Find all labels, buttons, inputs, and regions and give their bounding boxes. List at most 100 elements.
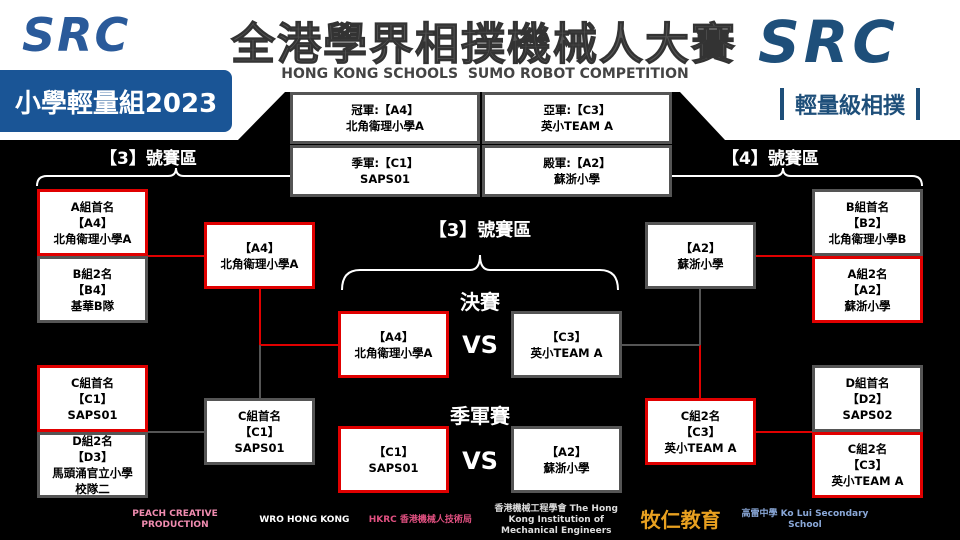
zone-label-left: 【3】號賽區 (100, 149, 197, 169)
match-box-semi-left-1: 【A4】北角衛理小學A (204, 222, 315, 289)
connector (148, 431, 204, 433)
match-box-semi-left-2: C組首名【C1】SAPS01 (204, 398, 315, 465)
connector (259, 344, 338, 346)
match-box-line: 北角衛理小學A (53, 231, 132, 246)
match-box-left-2: B組2名【B4】基華B隊 (37, 256, 148, 323)
match-box-line: D組2名 (72, 434, 113, 448)
match-box-line: 【B4】 (72, 282, 113, 297)
match-box-line: 【C1】 (72, 391, 113, 406)
match-box-line: SAPS01 (234, 440, 285, 455)
match-box-line: 【A4】 (72, 215, 113, 230)
result-team: 蘇浙小學 (554, 172, 600, 186)
match-box-line: 英小TEAM A (664, 440, 737, 455)
connector (148, 255, 204, 257)
match-box-line: 北角衛理小學A (354, 345, 433, 360)
match-box-line: 【A2】 (847, 282, 888, 297)
match-box-line: SAPS01 (67, 407, 118, 422)
result-box: 冠軍:【A4】北角衛理小學A (290, 92, 480, 144)
third-place-heading: 季軍賽 (450, 404, 510, 428)
final-heading: 決賽 (460, 290, 500, 314)
match-box-semi-right-2: C組2名【C3】英小TEAM A (645, 398, 756, 465)
match-box-line: 【C1】 (373, 444, 414, 459)
match-box-line: B組2名 (72, 266, 113, 281)
brace-left (36, 167, 290, 187)
match-box-line: 【C3】 (680, 424, 721, 439)
match-box-right-3: D組首名【D2】SAPS02 (812, 365, 923, 432)
match-box-right-2: A組2名【A2】蘇浙小學 (812, 256, 923, 323)
third-place-vs: VS (462, 447, 498, 475)
brace-center (341, 254, 619, 291)
match-box-line: 【A2】 (546, 444, 587, 459)
sponsor-logo: 高雷中學 Ko Lui Secondary School (741, 509, 869, 530)
connector (259, 345, 261, 398)
brace-right (672, 167, 923, 187)
connector (699, 345, 701, 398)
match-box-line: C組2名 (680, 408, 721, 423)
match-box-line: 【D3】 (72, 450, 113, 464)
result-box: 亞軍:【C3】英小TEAM A (482, 92, 672, 144)
category-badge: 小學輕量組2023 (0, 70, 232, 132)
match-box-final-2: 【C3】英小TEAM A (511, 311, 622, 378)
match-box-line: 基華B隊 (70, 298, 115, 313)
match-box-line: 北角衛理小學B (828, 231, 907, 246)
match-box-line: 蘇浙小學 (543, 460, 590, 475)
connector (699, 289, 701, 345)
match-box-semi-right-1: 【A2】蘇浙小學 (645, 222, 756, 289)
sponsor-logo: 牧仁教育 (640, 507, 721, 532)
sponsor-logo: 香港機械工程學會 The Hong Kong Institution of Me… (494, 503, 618, 536)
match-box-line: A組2名 (847, 266, 888, 281)
match-box-line: 【C3】 (546, 329, 587, 344)
result-label: 季軍:【C1】 (351, 156, 419, 170)
result-label: 亞軍:【C3】 (543, 103, 611, 117)
match-box-left-3: C組首名【C1】SAPS01 (37, 365, 148, 432)
match-box-line: 【A4】 (373, 329, 414, 344)
match-box-line: 校隊二 (75, 482, 110, 496)
match-box-line: 【A2】 (680, 240, 721, 255)
result-box: 季軍:【C1】 SAPS01 (290, 145, 480, 197)
zone-label-center: 【3】號賽區 (428, 220, 532, 241)
result-team: 英小TEAM A (541, 119, 613, 133)
match-box-line: C組2名 (847, 442, 888, 456)
match-box-line: C組首名 (71, 375, 114, 390)
src-logo-right: SRC (758, 8, 899, 76)
match-box-line: 英小TEAM A (831, 474, 904, 488)
match-box-line: 蘇浙小學 (844, 298, 891, 313)
match-box-line: D組首名 (845, 375, 890, 390)
match-box-line: 馬頭涌官立小學 (52, 466, 133, 480)
match-box-right-1: B組首名【B2】北角衛理小學B (812, 189, 923, 256)
connector (259, 289, 261, 345)
connector (622, 344, 700, 346)
match-box-line: 英小TEAM A (530, 345, 603, 360)
match-box-line: 【C1】 (239, 424, 280, 439)
match-box-line: 【D2】 (847, 391, 888, 406)
match-box-left-1: A組首名【A4】北角衛理小學A (37, 189, 148, 256)
result-box: 殿軍:【A2】蘇浙小學 (482, 145, 672, 197)
src-logo-right-subtitle: 輕量級相撲 (780, 88, 920, 120)
match-box-line: A組首名 (70, 199, 115, 214)
match-box-third-1: 【C1】SAPS01 (338, 426, 449, 493)
connector (756, 431, 812, 433)
final-vs: VS (462, 331, 498, 359)
connector (756, 255, 812, 257)
match-box-line: SAPS01 (368, 460, 419, 475)
match-box-line: 蘇浙小學 (677, 256, 724, 271)
match-box-line: B組首名 (845, 199, 890, 214)
competition-title: 全港學界相撲機械人大賽 (231, 19, 737, 71)
match-box-line: 北角衛理小學A (220, 256, 299, 271)
match-box-third-2: 【A2】蘇浙小學 (511, 426, 622, 493)
zone-label-right: 【4】號賽區 (722, 149, 819, 169)
match-box-line: 【B2】 (847, 215, 888, 230)
match-box-line: SAPS02 (842, 407, 893, 422)
sponsor-logo: WRO HONG KONG (259, 514, 350, 525)
match-box-right-4: C組2名【C3】英小TEAM A (812, 432, 923, 498)
result-team: 北角衛理小學A (346, 119, 424, 133)
result-team: SAPS01 (360, 172, 410, 186)
match-box-final-1: 【A4】北角衛理小學A (338, 311, 449, 378)
result-label: 冠軍:【A4】 (351, 103, 419, 117)
match-box-left-4: D組2名【D3】馬頭涌官立小學校隊二 (37, 432, 148, 498)
result-label: 殿軍:【A2】 (543, 156, 611, 170)
match-box-line: 【A4】 (239, 240, 280, 255)
sponsor-logo: HKRC 香港機械人技術局 (368, 514, 472, 525)
